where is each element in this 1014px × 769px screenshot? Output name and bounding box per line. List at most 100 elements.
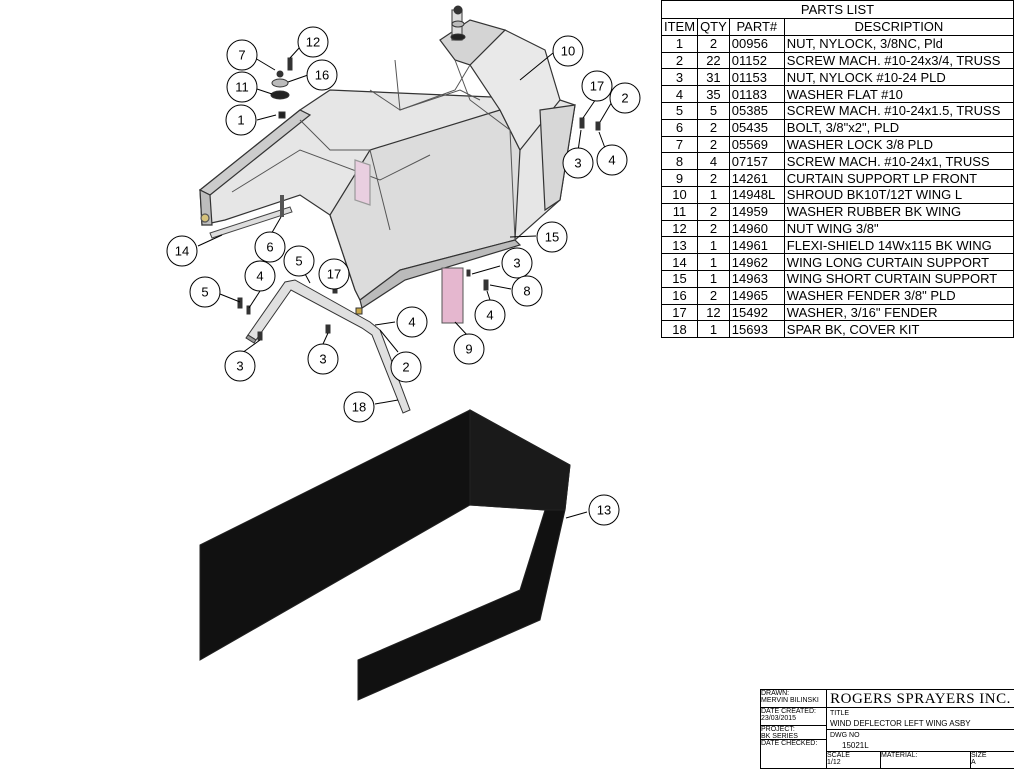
qty-cell: 1: [697, 269, 730, 288]
col-header-item: ITEM: [660, 18, 699, 36]
title-block: DRAWN: MERVIN BILINSKI DATE CREATED: 23/…: [760, 689, 1014, 769]
callout-label: 13: [597, 503, 611, 518]
item-cell: 10: [660, 185, 699, 204]
description-cell: NUT, NYLOCK, 3/8NC, Pld: [783, 34, 1014, 53]
parts-list-title: PARTS LIST: [661, 0, 1014, 19]
callout-label: 17: [590, 79, 604, 94]
qty-cell: 2: [697, 118, 730, 137]
qty-cell: 1: [697, 320, 730, 339]
item-cell: 15: [660, 269, 699, 288]
callout-label: 12: [306, 35, 320, 50]
qty-cell: 35: [697, 85, 730, 103]
description-cell: WASHER LOCK 3/8 PLD: [783, 135, 1014, 154]
qty-cell: 5: [697, 101, 730, 120]
callout-1: 1: [225, 104, 257, 136]
qty-cell: 1: [697, 253, 730, 271]
title-cell: TITLE WIND DEFLECTOR LEFT WING ASBY: [827, 708, 1014, 730]
description-cell: WASHER RUBBER BK WING: [783, 202, 1014, 221]
callout-label: 15: [545, 230, 559, 245]
callout-16: 16: [306, 59, 338, 91]
callout-5: 5: [283, 245, 315, 277]
item-cell: 8: [660, 152, 699, 171]
date-created: 23/03/2015: [761, 715, 797, 722]
callout-17: 17: [581, 70, 613, 102]
scale-cell: SCALE 1/12: [827, 752, 881, 769]
callout-label: 2: [621, 91, 628, 106]
description-cell: BOLT, 3/8"x2", PLD: [783, 118, 1014, 137]
item-cell: 17: [660, 303, 699, 322]
date-created-label: DATE CREATED:: [761, 708, 816, 715]
part-cell: 15693: [728, 320, 785, 339]
drawn-label: DRAWN:: [761, 690, 790, 697]
callout-label: 11: [235, 80, 249, 95]
callout-label: 3: [236, 359, 243, 374]
callout-label: 3: [513, 256, 520, 271]
callout-label: 4: [408, 315, 415, 330]
callout-3: 3: [307, 343, 339, 375]
description-cell: SPAR BK, COVER KIT: [783, 320, 1014, 339]
part-cell: 01152: [728, 51, 785, 70]
item-cell: 5: [660, 101, 699, 120]
callout-2: 2: [609, 82, 641, 114]
item-cell: 11: [660, 202, 699, 221]
drawn-cell: DRAWN: MERVIN BILINSKI: [761, 690, 827, 708]
scale-value: 1/12: [827, 759, 841, 766]
callout-18: 18: [343, 391, 375, 423]
flexi-shield-part: [199, 409, 571, 701]
parts-list-header: ITEM QTY PART# DESCRIPTION: [660, 18, 1014, 36]
part-cell: 14261: [728, 169, 785, 187]
item-cell: 6: [660, 118, 699, 137]
callout-14: 14: [166, 235, 198, 267]
project: BK SERIES: [761, 733, 798, 740]
item-cell: 1: [660, 34, 699, 53]
callout-label: 16: [315, 68, 329, 83]
description-cell: WING SHORT CURTAIN SUPPORT: [783, 269, 1014, 288]
material-label: MATERIAL:: [881, 752, 918, 759]
item-cell: 13: [660, 236, 699, 255]
qty-cell: 2: [697, 219, 730, 238]
part-cell: 05435: [728, 118, 785, 137]
item-cell: 7: [660, 135, 699, 154]
callout-4: 4: [396, 306, 428, 338]
date-checked-cell: DATE CHECKED:: [761, 740, 827, 769]
dwg-cell: DWG NO 15021L: [827, 730, 1014, 752]
material-cell: MATERIAL:: [881, 752, 971, 769]
description-cell: WING LONG CURTAIN SUPPORT: [783, 253, 1014, 271]
assembly-drawing: [197, 5, 614, 701]
curtain-support-front: [441, 267, 464, 324]
callout-4: 4: [244, 260, 276, 292]
size-value: A: [971, 759, 976, 766]
dwg-label: DWG NO: [830, 732, 860, 739]
drawn-by: MERVIN BILINSKI: [761, 697, 819, 704]
callout-8: 8: [511, 275, 543, 307]
callout-2: 2: [390, 351, 422, 383]
callout-3: 3: [562, 147, 594, 179]
qty-cell: 22: [697, 51, 730, 70]
description-cell: SHROUD BK10T/12T WING L: [783, 185, 1014, 204]
size-label: SIZE: [971, 752, 987, 759]
title-label: TITLE: [830, 710, 850, 717]
description-cell: SCREW MACH. #10-24x1.5, TRUSS: [783, 101, 1014, 120]
part-cell: 07157: [728, 152, 785, 171]
callout-12: 12: [297, 26, 329, 58]
callout-label: 7: [238, 48, 245, 63]
part-cell: 14960: [728, 219, 785, 238]
callout-label: 14: [175, 244, 189, 259]
col-header-description: DESCRIPTION: [783, 18, 1014, 36]
callout-label: 3: [319, 352, 326, 367]
